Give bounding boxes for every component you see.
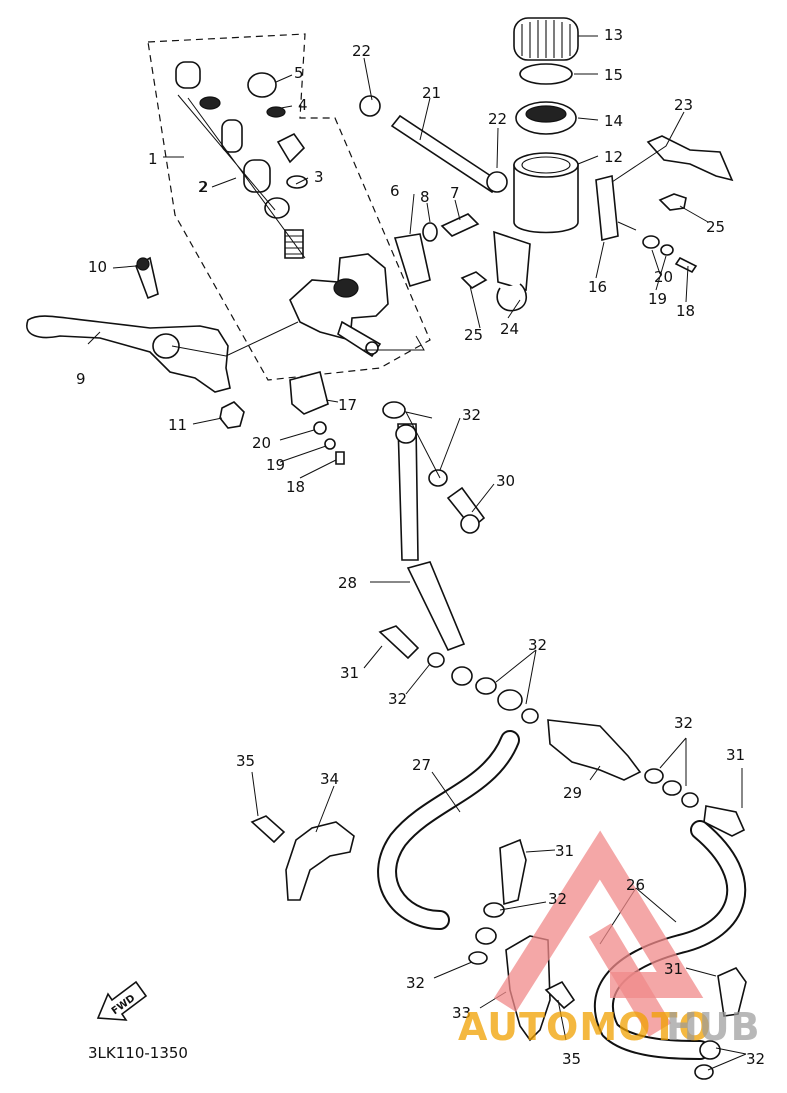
brake-lever <box>26 256 245 429</box>
callout-5: 5 <box>294 64 304 82</box>
callout-18: 18 <box>286 478 305 496</box>
callout-32: 32 <box>548 890 567 908</box>
watermark-logo <box>494 830 704 1037</box>
callout-22: 22 <box>488 110 507 128</box>
callout-31: 31 <box>726 746 745 764</box>
reservoir-bracket <box>460 135 734 312</box>
watermark-text-hub: HUB <box>666 1005 761 1049</box>
callout-32: 32 <box>674 714 693 732</box>
callout-32: 32 <box>462 406 481 424</box>
diagram-code: 3LK110-1350 <box>88 1044 188 1062</box>
callout-24: 24 <box>500 320 519 338</box>
callout-12: 12 <box>604 148 623 166</box>
callout-35: 35 <box>562 1050 581 1068</box>
callout-32: 32 <box>528 636 547 654</box>
callout-2: 2 <box>198 178 208 196</box>
callout-16: 16 <box>588 278 607 296</box>
callout-13: 13 <box>604 26 623 44</box>
callout-31: 31 <box>340 664 359 682</box>
brake-switch <box>289 371 345 465</box>
clamp-bolts <box>422 213 480 242</box>
callout-20: 20 <box>252 434 271 452</box>
callout-19: 19 <box>266 456 285 474</box>
callout-35: 35 <box>236 752 255 770</box>
callout-10: 10 <box>88 258 107 276</box>
callout-22: 22 <box>352 42 371 60</box>
callout-29: 29 <box>563 784 582 802</box>
callout-6: 6 <box>390 182 400 200</box>
callout-32: 32 <box>746 1050 765 1068</box>
callout-14: 14 <box>604 112 623 130</box>
callout-27: 27 <box>412 756 431 774</box>
callout-9: 9 <box>76 370 86 388</box>
leader-lines <box>87 35 747 1071</box>
union-bolts <box>483 838 747 1017</box>
callout-30: 30 <box>496 472 515 490</box>
reservoir-hose <box>359 95 508 194</box>
upper-brake-hose <box>378 401 486 686</box>
callout-15: 15 <box>604 66 623 84</box>
callout-17: 17 <box>338 396 357 414</box>
callout-11: 11 <box>168 416 187 434</box>
kit-outline <box>147 33 431 381</box>
callout-18: 18 <box>676 302 695 320</box>
callout-3: 3 <box>314 168 324 186</box>
callout-21: 21 <box>422 84 441 102</box>
callout-7: 7 <box>450 184 460 202</box>
reservoir <box>513 17 579 234</box>
watermark-text-automoto: AUTOMOTO <box>458 1005 712 1049</box>
callout-26: 26 <box>626 876 645 894</box>
callout-1: 1 <box>148 150 158 168</box>
callout-23: 23 <box>674 96 693 114</box>
callout-25: 25 <box>464 326 483 344</box>
forward-arrow <box>96 980 148 1021</box>
callout-32: 32 <box>388 690 407 708</box>
callout-25: 25 <box>706 218 725 236</box>
callout-2: 2 <box>199 178 209 196</box>
callout-31: 31 <box>555 842 574 860</box>
lower-hose-left <box>377 730 520 965</box>
callout-31: 31 <box>664 960 683 978</box>
callout-32: 32 <box>406 974 425 992</box>
callout-8: 8 <box>420 188 430 206</box>
callout-34: 34 <box>320 770 339 788</box>
callout-20: 20 <box>654 268 673 286</box>
piston-kit <box>175 61 308 259</box>
master-cylinder-body <box>289 233 431 358</box>
callout-4: 4 <box>298 96 308 114</box>
callout-28: 28 <box>338 574 357 592</box>
callout-19: 19 <box>648 290 667 308</box>
callout-33: 33 <box>452 1004 471 1022</box>
brake-joint <box>475 677 746 837</box>
